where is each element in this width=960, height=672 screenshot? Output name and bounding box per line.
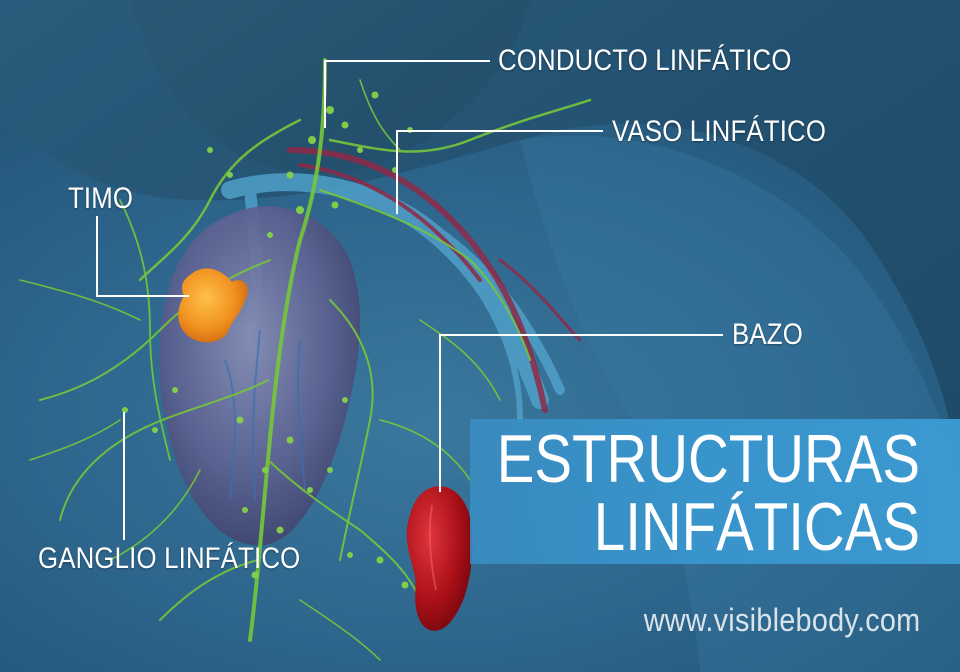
leader-line-vaso bbox=[396, 130, 603, 214]
thymus bbox=[178, 268, 248, 343]
label-ganglio-linfatico: GANGLIO LINFÁTICO bbox=[38, 542, 301, 575]
label-vaso-linfatico: VASO LINFÁTICO bbox=[612, 115, 827, 148]
title-line-1: ESTRUCTURAS bbox=[496, 421, 920, 497]
label-bazo: BAZO bbox=[732, 318, 803, 351]
lymph-nodes bbox=[122, 91, 413, 589]
label-conducto-linfatico: CONDUCTO LINFÁTICO bbox=[498, 44, 792, 77]
label-timo: TIMO bbox=[68, 182, 134, 215]
leader-line-conducto bbox=[324, 60, 490, 128]
leader-lines bbox=[96, 60, 723, 540]
lymphatic-network bbox=[19, 58, 592, 661]
title-banner: ESTRUCTURAS LINFÁTICAS bbox=[470, 419, 960, 564]
website-url: www.visiblebody.com bbox=[643, 602, 920, 638]
spleen-highlight bbox=[428, 504, 437, 591]
spleen bbox=[406, 486, 473, 631]
leader-line-bazo bbox=[439, 334, 723, 492]
coronary-vessels bbox=[224, 329, 306, 501]
title-line-2: LINFÁTICAS bbox=[593, 489, 920, 565]
leader-line-timo bbox=[96, 216, 189, 297]
